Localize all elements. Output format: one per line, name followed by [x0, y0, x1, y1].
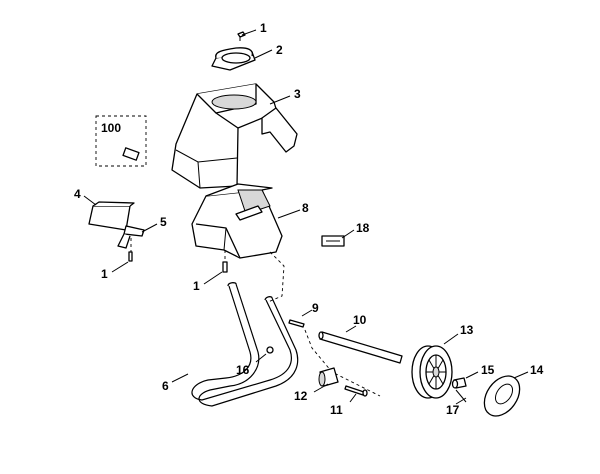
part-8-chute — [191, 183, 301, 259]
callout-8: 8 — [302, 201, 309, 215]
callout-14: 14 — [530, 363, 544, 377]
callout-12: 12 — [294, 389, 308, 403]
callout-6: 6 — [162, 379, 169, 393]
callout-15: 15 — [481, 363, 495, 377]
callout-3: 3 — [294, 87, 301, 101]
callout-13: 13 — [460, 323, 474, 337]
part-100-kit — [95, 115, 147, 167]
callout-2: 2 — [276, 43, 283, 57]
part-5-bracket — [117, 223, 158, 249]
part-18-label — [321, 229, 355, 247]
part-17-pin — [455, 389, 467, 405]
part-1-screw-center — [203, 250, 228, 285]
part-15-bushing — [451, 371, 479, 389]
callout-16: 16 — [236, 363, 250, 377]
part-3-hopper-housing — [171, 83, 298, 189]
part-16-nut — [255, 346, 274, 363]
callout-1: 1 — [260, 21, 267, 35]
part-6-handle-frame — [171, 282, 299, 407]
callout-11: 11 — [330, 403, 343, 417]
callout-labels: 1 2 3 100 4 5 1 8 18 1 9 10 13 6 16 15 1… — [74, 21, 544, 417]
callout-100: 100 — [101, 121, 121, 135]
part-10-axle — [318, 325, 403, 364]
part-11-bolt — [344, 385, 368, 403]
part-1-screw-top — [237, 29, 257, 41]
callout-9: 9 — [312, 301, 319, 315]
callout-1: 1 — [193, 279, 200, 293]
callout-18: 18 — [356, 221, 370, 235]
part-14-hub-cap — [483, 371, 529, 417]
part-9-bolt — [288, 309, 313, 328]
part-1-screw-left — [111, 238, 133, 273]
part-4-deflector — [83, 195, 135, 231]
callout-10: 10 — [353, 313, 367, 327]
part-13-wheel — [411, 333, 459, 399]
part-12-spacer — [313, 367, 339, 393]
part-2-cover-plate — [211, 47, 273, 71]
callout-17: 17 — [446, 403, 460, 417]
callout-1: 1 — [101, 267, 108, 281]
callout-5: 5 — [160, 215, 167, 229]
callout-4: 4 — [74, 187, 81, 201]
